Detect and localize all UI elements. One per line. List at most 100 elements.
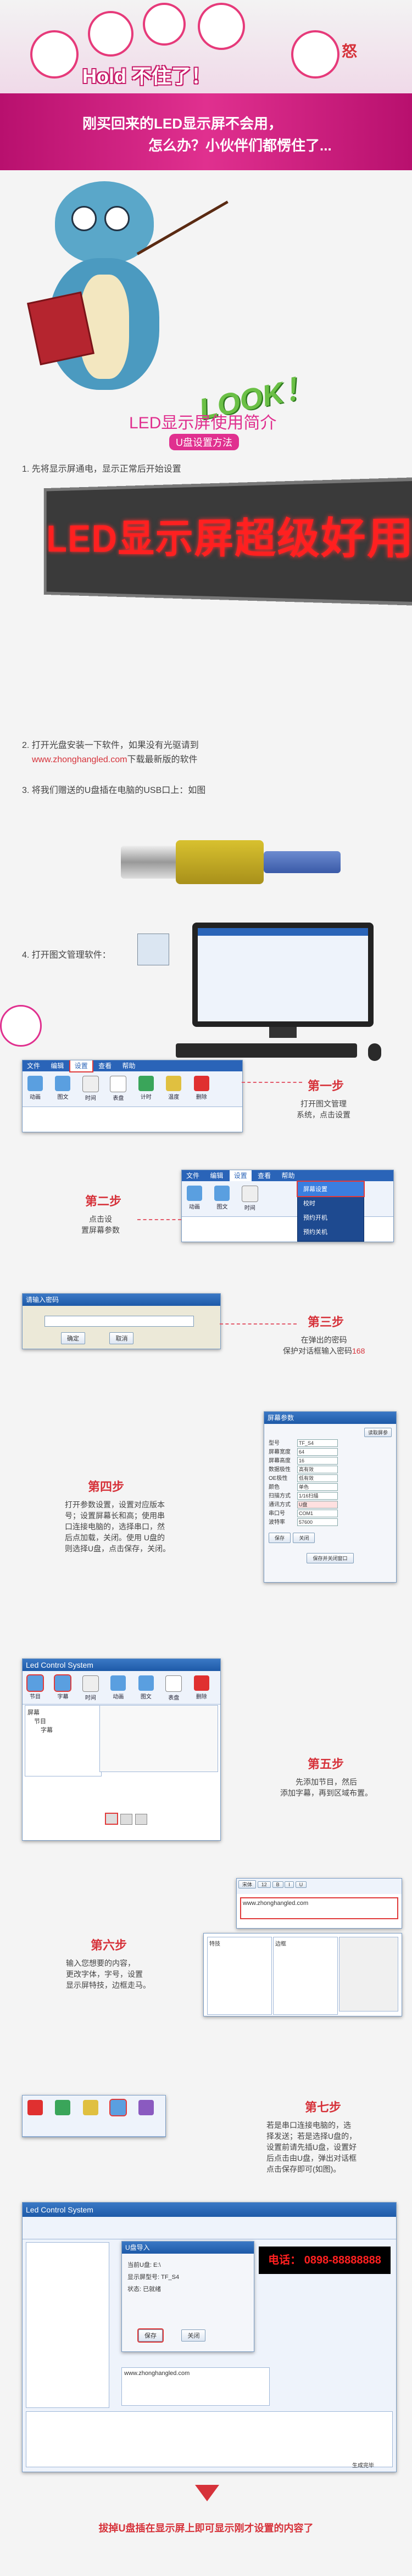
password-input[interactable] — [44, 1316, 194, 1327]
step2-title: 第二步 — [85, 1194, 122, 1208]
param-data-polarity-field[interactable]: 高有效 — [297, 1466, 338, 1474]
usb-close-button[interactable]: 关闭 — [181, 2329, 206, 2342]
param-baud-field[interactable]: 57600 — [297, 1518, 338, 1527]
tool-temperature[interactable]: 温度 — [162, 1075, 185, 1101]
tool-send[interactable] — [51, 2099, 74, 2125]
usb-save-button[interactable]: 保存 — [137, 2328, 164, 2343]
param-comm-field[interactable]: U盘 — [297, 1501, 338, 1509]
step2-text: 2. 打开光盘安装一下软件，如果没有光驱请到 www.zhonghangled.… — [22, 739, 199, 767]
layout-button-3[interactable] — [135, 1814, 147, 1825]
usb-drive — [99, 813, 346, 906]
font-select[interactable]: 宋体 — [238, 1880, 257, 1888]
tool-animation[interactable]: 动画 — [24, 1075, 47, 1101]
menu-help[interactable]: 帮助 — [122, 1062, 136, 1070]
tree-item-program[interactable]: 节目 — [34, 1718, 46, 1725]
tree-item-screen[interactable]: 屏幕 — [27, 1709, 40, 1716]
step3-text: 3. 将我们赠送的U盘插在电脑的USB口上：如图 — [22, 786, 206, 795]
menu-view[interactable]: 查看 — [98, 1062, 112, 1070]
save-and-close-button[interactable]: 保存并关闭窗口 — [307, 1553, 354, 1563]
tool-settings[interactable] — [135, 2099, 158, 2125]
layout-button-1[interactable] — [105, 1813, 118, 1825]
tool-time[interactable]: 时间 — [79, 1674, 102, 1701]
tool-time[interactable]: 时间 — [79, 1075, 102, 1102]
param-oe-polarity-field[interactable]: 低有效 — [297, 1474, 338, 1483]
underline-button[interactable]: U — [295, 1881, 307, 1888]
tool-delete[interactable]: 删除 — [190, 1075, 213, 1101]
password-cancel-button[interactable]: 取消 — [109, 1332, 134, 1344]
tool-timer[interactable]: 计时 — [135, 1075, 158, 1101]
step5-desc: 先添加节目，然后添加字幕，再到区域布置。 — [280, 1778, 372, 1797]
font-size-select[interactable]: 12 — [257, 1881, 271, 1888]
mouse-icon — [368, 1043, 381, 1061]
tool-time[interactable]: 时间 — [238, 1184, 261, 1211]
step6-editor-window: 宋体 12 B I U www.zhonghangled.com — [236, 1878, 402, 1929]
param-row-color: 颜色单色 — [269, 1483, 392, 1492]
param-scan-field[interactable]: 1/16扫描 — [297, 1492, 338, 1500]
menu-settings[interactable]: 设置 — [69, 1060, 93, 1072]
step7-title: 第七步 — [305, 2100, 342, 2114]
password-dialog: 请输入密码 确定 取消 — [22, 1293, 221, 1349]
italic-button[interactable]: I — [285, 1881, 294, 1888]
tool-usb-export[interactable] — [107, 2099, 130, 2125]
tool-image-text[interactable]: 图文 — [135, 1674, 158, 1701]
tool-delete[interactable]: 删除 — [190, 1674, 213, 1701]
menu-file[interactable]: 文件 — [27, 1062, 41, 1070]
tool-animation[interactable]: 动画 — [183, 1184, 206, 1211]
param-height-field[interactable]: 16 — [297, 1457, 338, 1465]
tree-panel: 屏幕 节目 字幕 — [25, 1705, 102, 1776]
tool-image-text[interactable]: 图文 — [210, 1184, 233, 1211]
tool-subtitle[interactable]: 字幕 — [51, 1674, 74, 1701]
tool-dial[interactable]: 表盘 — [162, 1674, 185, 1701]
menu-item-power-on[interactable]: 预约开机 — [303, 1215, 327, 1221]
menu-settings[interactable]: 设置 — [229, 1170, 252, 1181]
tool-dial[interactable]: 表盘 — [107, 1075, 130, 1102]
area-layout-panel — [99, 1705, 218, 1772]
menu-help[interactable]: 帮助 — [281, 1172, 295, 1180]
params-close-button[interactable]: 关闭 — [293, 1533, 315, 1543]
computer-monitor — [192, 923, 374, 1038]
software-shortcut-icon[interactable] — [137, 934, 169, 965]
menu-item-time-sync[interactable]: 校时 — [303, 1200, 315, 1207]
header-line1: 刚买回来的LED显示屏不会用， — [82, 115, 283, 132]
step4-desc: 打开参数设置，设置对应版本号；设置屏幕长和高；使用串口连接电脑的，选择串口，然后… — [65, 1500, 171, 1553]
tool-image-text[interactable]: 图文 — [51, 1075, 74, 1101]
tool-preview[interactable] — [79, 2099, 102, 2125]
menu-view[interactable]: 查看 — [258, 1172, 271, 1180]
password-ok-button[interactable]: 确定 — [61, 1332, 85, 1344]
step5-window: Led Control System 节目 字幕 时间 动画 图文 表盘 删除 … — [22, 1658, 221, 1841]
menu-edit[interactable]: 编辑 — [51, 1062, 64, 1070]
param-width-field[interactable]: 64 — [297, 1448, 338, 1456]
usb-dialog-line2: 显示屏型号: TF_S4 — [127, 2274, 180, 2281]
status-text: 生成完毕 — [352, 2463, 374, 2469]
tool-animation[interactable]: 动画 — [107, 1674, 130, 1701]
final-text-editor[interactable]: www.zhonghangled.com — [121, 2367, 270, 2406]
read-params-button[interactable]: 读取屏参 — [364, 1428, 392, 1437]
menu-edit[interactable]: 编辑 — [210, 1172, 224, 1180]
menubar: 文件 编辑 设置 查看 帮助 — [23, 1060, 242, 1072]
layout-button-2[interactable] — [120, 1814, 133, 1825]
step2-url[interactable]: www.zhonghangled.com — [32, 755, 127, 764]
small-mascot-icon — [0, 1005, 42, 1047]
text-editor[interactable]: www.zhonghangled.com — [240, 1897, 398, 1919]
params-save-button[interactable]: 保存 — [269, 1533, 291, 1543]
usb-dialog-line1: 当前U盘: E:\ — [127, 2262, 161, 2268]
param-model-field[interactable]: TF_S4 — [297, 1439, 338, 1448]
tool-delete[interactable] — [24, 2099, 47, 2125]
bold-button[interactable]: B — [272, 1881, 283, 1888]
tool-program[interactable]: 节目 — [24, 1674, 47, 1701]
usb-dialog-title: U盘导入 — [122, 2242, 254, 2254]
usb-export-dialog: U盘导入 当前U盘: E:\ 显示屏型号: TF_S4 状态: 已就绪 保存 关… — [121, 2241, 254, 2352]
param-port-field[interactable]: COM1 — [297, 1510, 338, 1518]
param-color-field[interactable]: 单色 — [297, 1483, 338, 1491]
menu-file[interactable]: 文件 — [186, 1172, 200, 1180]
step1-title: 第一步 — [308, 1079, 344, 1093]
menu-item-power-off[interactable]: 预约关机 — [303, 1229, 327, 1236]
menu-item-screen-settings[interactable]: 屏幕设置 — [297, 1181, 365, 1197]
footer-arrow-icon — [195, 2485, 219, 2501]
tree-item-subtitle[interactable]: 字幕 — [41, 1727, 53, 1734]
face-shock-icon — [88, 11, 133, 57]
